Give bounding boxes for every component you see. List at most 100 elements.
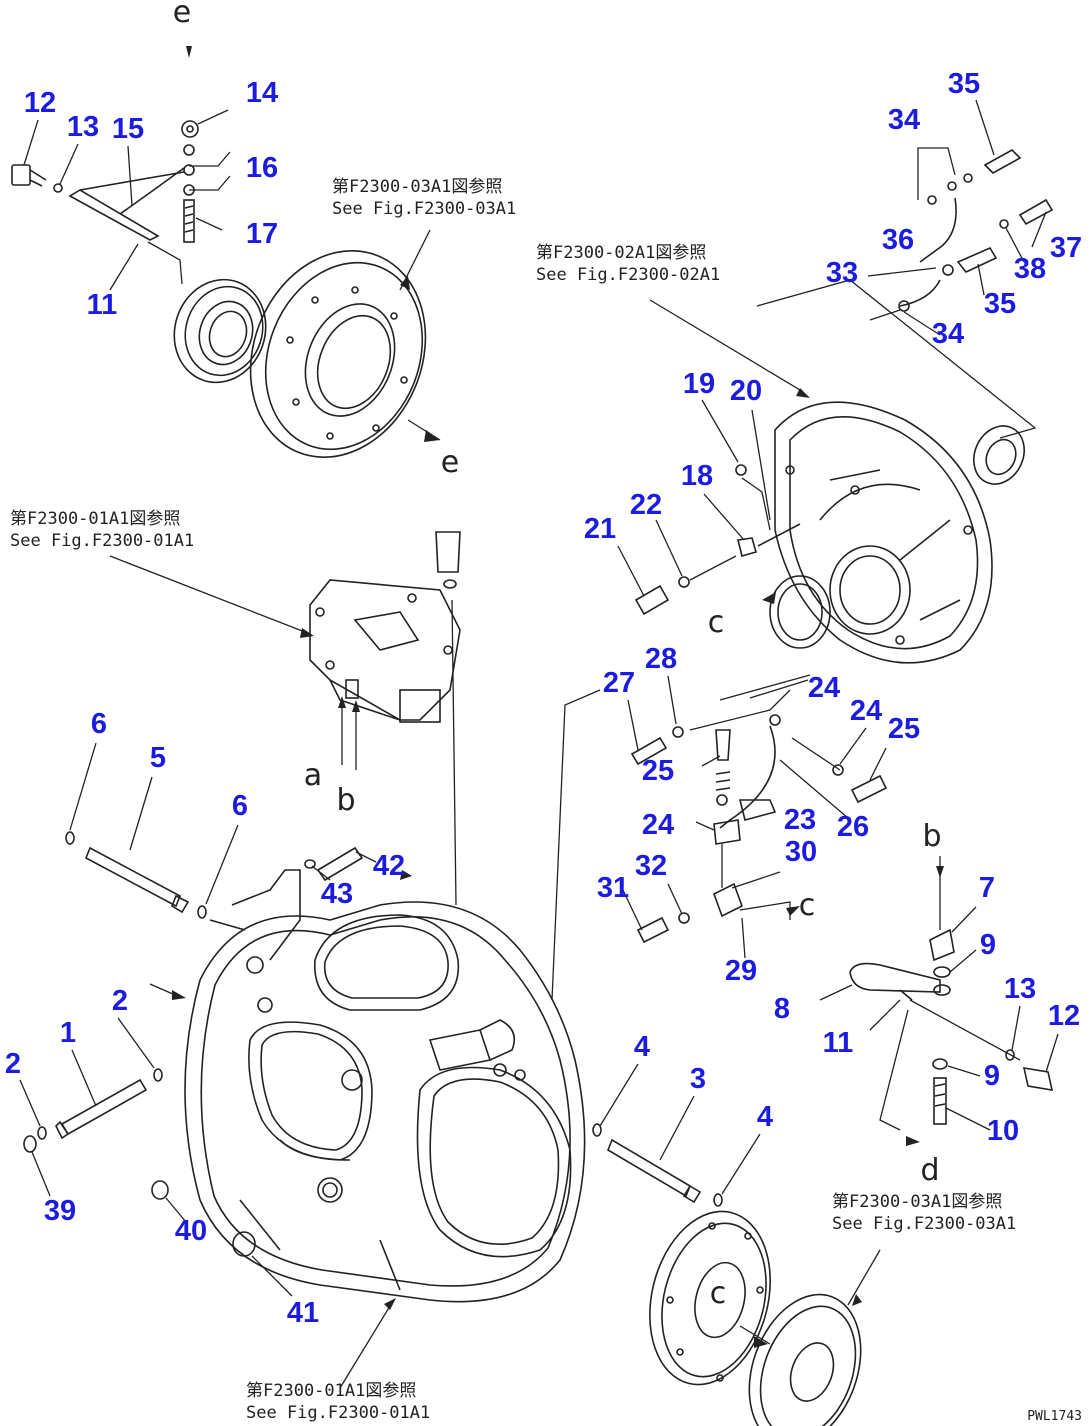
callout-number: 14 [246,77,278,109]
callout-number: 19 [683,368,715,400]
arrow-right-icon [906,1136,920,1146]
callout-number: 9 [980,929,996,961]
control-valve-block [309,531,461,906]
reference-note-en: See Fig.F2300-01A1 [10,531,194,551]
view-letter: b [922,819,941,854]
view-letter: a [304,758,322,793]
callout-number: 5 [150,742,166,774]
arrow-left-icon [852,1294,862,1306]
callout-number: 6 [232,790,248,822]
callout-number: 2 [5,1048,21,1080]
view-letter: e [441,445,459,480]
view-letter: c [708,605,725,640]
callout-number: 30 [785,836,817,868]
callout-leaders [19,99,1059,1389]
callout-number: 12 [24,87,56,119]
callout-number: 9 [984,1060,1000,1092]
arrow-up-icon [338,696,346,708]
callout-number: 13 [1004,973,1036,1005]
arrow-left-icon [400,276,410,290]
arrow-right-icon [172,990,186,1000]
reference-note-en: See Fig.F2300-03A1 [832,1214,1016,1234]
arrow-right-icon [796,388,810,398]
reference-note-jp: 第F2300-03A1図参照 [332,177,502,197]
callout-number: 8 [774,993,790,1025]
upper-cover-disc [249,250,427,458]
callout-number: 21 [584,513,616,545]
view-letter: c [710,1276,727,1311]
callout-number: 38 [1014,253,1046,285]
arrow-down-icon [186,46,192,58]
line-art [11,46,1059,1426]
arrow-left-icon [762,592,776,604]
reference-note-jp: 第F2300-03A1図参照 [832,1192,1002,1212]
callout-number: 10 [987,1115,1019,1147]
callout-number: 25 [888,713,920,745]
case-bolts [23,831,723,1257]
upper-left-bracket-assembly [11,120,267,384]
callout-number: 15 [112,113,144,145]
arrow-down-icon [384,1298,396,1310]
arrow-right-icon [754,1336,768,1348]
callout-number: 25 [642,755,674,787]
view-letter: c [799,888,816,923]
callout-number: 6 [91,708,107,740]
reference-note-en: See Fig.F2300-01A1 [246,1403,430,1423]
callout-number: 24 [808,672,840,704]
reference-note-jp: 第F2300-01A1図参照 [246,1381,416,1401]
callout-number: 20 [730,375,762,407]
middle-right-bracket [630,674,888,959]
callout-number: 39 [44,1195,76,1227]
callout-number: 18 [681,460,713,492]
upper-right-hose-cluster [756,147,1054,439]
direction-arrows [149,46,944,1348]
callout-number: 22 [630,489,662,521]
view-letter: e [173,0,191,30]
callout-number: 40 [175,1215,207,1247]
callout-number: 42 [373,850,405,882]
callout-number: 33 [826,257,858,289]
reference-note-jp: 第F2300-01A1図参照 [10,509,180,529]
middle-bolts-18-22 [634,464,801,616]
callout-number: 27 [603,667,635,699]
arrow-right-icon [300,628,314,638]
callout-number: 17 [246,218,278,250]
callout-number: 26 [837,811,869,843]
callout-number: 35 [948,68,980,100]
reference-note-jp: 第F2300-02A1図参照 [536,243,706,263]
callout-number: 2 [112,985,128,1017]
callout-number: 11 [823,1027,854,1059]
callout-number: 4 [757,1101,773,1133]
lower-right-covers [649,1210,862,1426]
callout-number: 37 [1050,232,1082,264]
arrow-right-icon [424,430,440,442]
callout-number: 24 [850,695,882,727]
callout-number: 41 [287,1297,319,1329]
callout-number: 13 [67,111,99,143]
callout-number: 11 [87,289,118,321]
callout-number: 43 [321,878,353,910]
lower-right-pipe-assembly [819,928,1054,1131]
callout-number: 3 [690,1063,706,1095]
upper-right-housing [769,401,1025,664]
callout-number: 34 [932,318,964,350]
callout-number: 7 [979,872,995,904]
callout-number: 29 [725,955,757,987]
arrow-right-icon [400,870,412,880]
reference-note-en: See Fig.F2300-02A1 [536,265,720,285]
callout-number: 36 [882,224,914,256]
callout-number: 34 [888,104,920,136]
arrow-up-icon [352,700,360,712]
callout-number: 32 [635,850,667,882]
callout-number: 24 [642,809,674,841]
view-letter: b [336,783,355,818]
callout-number: 28 [645,643,677,675]
callout-number: 16 [246,152,278,184]
reference-note-en: See Fig.F2300-03A1 [332,199,516,219]
callout-number: 35 [984,288,1016,320]
arrow-right-icon [786,906,800,916]
